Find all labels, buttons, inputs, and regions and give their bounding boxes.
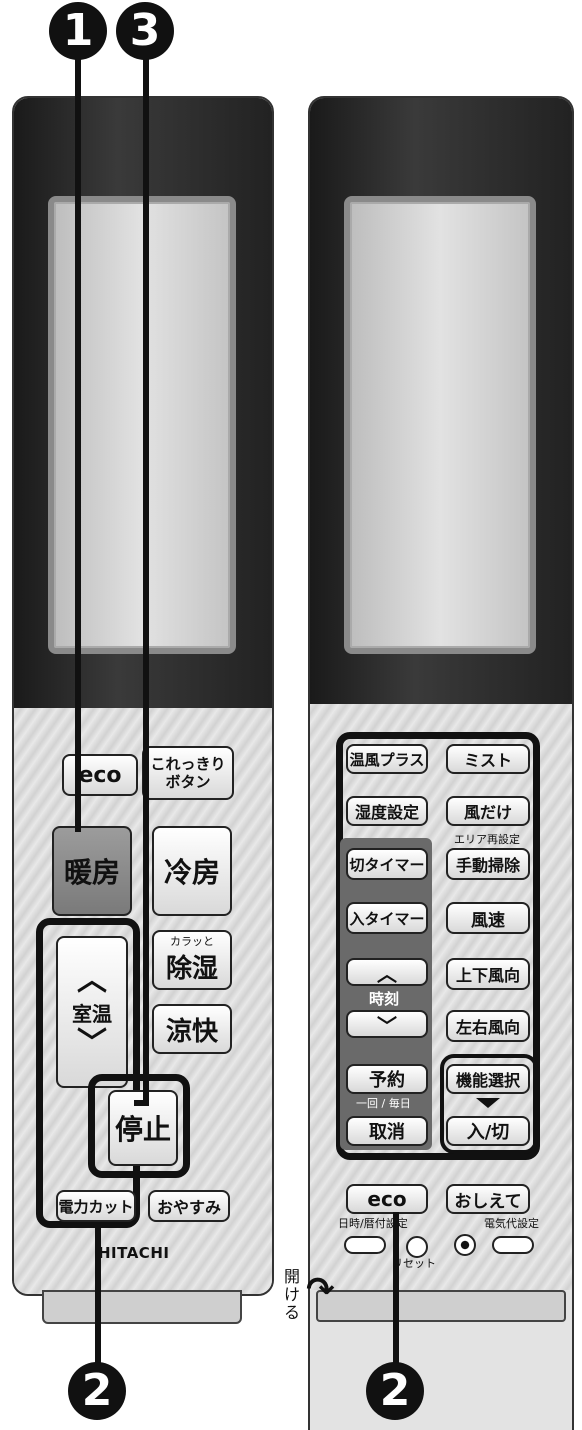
power-cut-button[interactable]: 電力カット (56, 1190, 136, 1222)
cool-comfort-label: 涼快 (165, 1016, 218, 1047)
arrow-down-icon (476, 1098, 500, 1108)
eco-label: eco (78, 762, 122, 788)
chevron-up-icon[interactable]: ︿ (77, 962, 107, 998)
right-eco-label: eco (367, 1187, 407, 1211)
right-eco-button[interactable]: eco (346, 1184, 428, 1214)
room-temp-button[interactable]: ︿ 室温 ﹀ (56, 936, 128, 1088)
oshiete-button[interactable]: おしえて (446, 1184, 530, 1214)
once-daily-label: 一回 / 毎日 (356, 1097, 411, 1110)
warm-plus-button[interactable]: 温風プラス (346, 744, 428, 774)
callout-2-left-line (95, 1224, 101, 1368)
date-time-setting-button[interactable] (344, 1236, 386, 1254)
reserve-button[interactable]: 予約 (346, 1064, 428, 1094)
mist-button[interactable]: ミスト (446, 744, 530, 774)
indicator-dot-icon (454, 1234, 476, 1256)
mist-label: ミスト (463, 751, 512, 770)
brand-logo: HITACHI (98, 1244, 170, 1262)
off-timer-label: 切タイマー (349, 855, 425, 874)
function-select-button[interactable]: 機能選択 (446, 1064, 530, 1094)
off-timer-button[interactable]: 切タイマー (346, 848, 428, 880)
chevron-down-icon[interactable]: ﹀ (77, 1025, 107, 1061)
fan-speed-button[interactable]: 風速 (446, 902, 530, 934)
callout-1-marker: 1 (49, 2, 107, 60)
oshiete-label: おしえて (454, 1191, 522, 1212)
manual-clean-button[interactable]: 手動掃除 (446, 848, 530, 880)
manual-clean-label: 手動掃除 (455, 856, 520, 875)
callout-3-line-foot (134, 1100, 149, 1106)
on-off-button[interactable]: 入/切 (446, 1116, 530, 1146)
time-down-button[interactable]: ﹀ (346, 1010, 428, 1038)
callout-2-left-marker: 2 (68, 1362, 126, 1420)
vertical-direction-button[interactable]: 上下風向 (446, 958, 530, 990)
humidity-setting-button[interactable]: 湿度設定 (346, 796, 428, 826)
electricity-setting-button[interactable] (492, 1236, 534, 1254)
room-temp-label: 室温 (72, 1001, 112, 1026)
callout-1-line (75, 58, 81, 832)
timer-group-frame (336, 732, 540, 1160)
sleep-button[interactable]: おやすみ (148, 1190, 230, 1222)
korekkiri-label: これっきり ボタン (150, 755, 226, 791)
on-timer-label: 入タイマー (349, 909, 425, 928)
date-time-setting-label: 日時/暦付設定 (338, 1217, 408, 1230)
reserve-label: 予約 (369, 1070, 405, 1091)
wind-only-button[interactable]: 風だけ (446, 796, 530, 826)
dehumid-small-label: カラッと (170, 934, 214, 948)
chevron-down-icon: ﹀ (377, 1013, 397, 1038)
reset-button[interactable] (406, 1236, 428, 1258)
wind-only-label: 風だけ (463, 803, 512, 822)
humidity-setting-label: 湿度設定 (354, 803, 419, 822)
electricity-setting-label: 電気代設定 (484, 1217, 539, 1230)
timer-column-panel (340, 838, 432, 1150)
chevron-up-icon: ︿ (377, 961, 397, 986)
heat-label: 暖房 (63, 856, 120, 889)
cancel-label: 取消 (369, 1122, 405, 1143)
korekkiri-button[interactable]: これっきり ボタン (142, 746, 234, 800)
time-up-button[interactable]: ︿ (346, 958, 428, 986)
open-arrow-icon: ↷ (306, 1270, 335, 1310)
function-select-label: 機能選択 (455, 1071, 520, 1090)
callout-2-right-marker: 2 (366, 1362, 424, 1420)
vertical-direction-label: 上下風向 (455, 966, 520, 985)
open-label: 開 け る (284, 1267, 301, 1322)
horizontal-direction-label: 左右風向 (455, 1018, 520, 1037)
on-timer-button[interactable]: 入タイマー (346, 902, 428, 934)
function-group-frame (440, 1054, 538, 1154)
heat-button[interactable]: 暖房 (52, 826, 132, 916)
cool-comfort-button[interactable]: 涼快 (152, 1004, 232, 1054)
right-remote-display (344, 196, 536, 654)
time-label: 時刻 (369, 990, 400, 1008)
cool-label: 冷房 (163, 856, 220, 889)
horizontal-direction-button[interactable]: 左右風向 (446, 1010, 530, 1042)
dehumid-button[interactable]: カラッと 除湿 (152, 930, 232, 990)
right-remote-hinge (316, 1290, 566, 1322)
fan-speed-label: 風速 (471, 910, 505, 931)
left-remote-hinge (42, 1290, 242, 1324)
callout-3-line (143, 58, 149, 1104)
sleep-label: おやすみ (156, 1198, 221, 1217)
temp-group-frame (36, 918, 140, 1228)
warm-plus-label: 温風プラス (349, 750, 425, 769)
reset-label: リセット (392, 1257, 436, 1270)
callout-3-marker: 3 (116, 2, 174, 60)
stop-button[interactable]: 停止 (108, 1090, 178, 1166)
dehumid-label: 除湿 (165, 953, 218, 984)
cool-button[interactable]: 冷房 (152, 826, 232, 916)
callout-2-right-line (393, 1212, 399, 1368)
cancel-button[interactable]: 取消 (346, 1116, 428, 1146)
on-off-label: 入/切 (466, 1122, 510, 1143)
stop-label: 停止 (114, 1113, 171, 1146)
power-cut-label: 電力カット (58, 1197, 134, 1216)
eco-button[interactable]: eco (62, 754, 138, 796)
area-reset-label: エリア再設定 (454, 833, 520, 846)
stop-group-frame (88, 1074, 190, 1178)
